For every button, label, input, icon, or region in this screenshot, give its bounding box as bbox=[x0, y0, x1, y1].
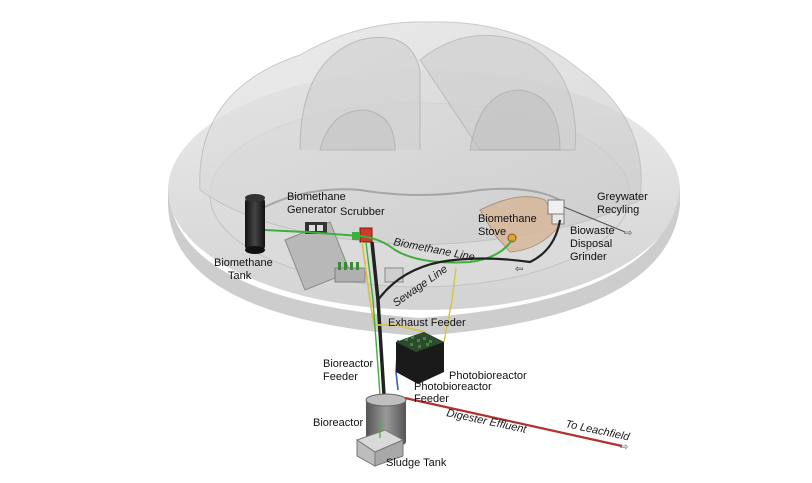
label-photobioreactor: Photobioreactor bbox=[449, 370, 527, 382]
biomethane-down-line bbox=[365, 241, 381, 396]
label-digester-effluent: Digester Effluent bbox=[445, 407, 528, 436]
dome-arch-1 bbox=[299, 36, 421, 151]
sink-box bbox=[384, 267, 404, 283]
inner-room-wall bbox=[249, 187, 561, 216]
biomethane-stove bbox=[507, 233, 517, 243]
biomethane-line bbox=[264, 229, 513, 264]
dome-arch-3 bbox=[469, 89, 561, 151]
habitat-structure bbox=[168, 21, 680, 336]
dome-arch-4 bbox=[319, 109, 396, 151]
label-biomethane-generator: Biomethane Generator bbox=[287, 191, 349, 216]
label-greywater-recycling: Greywater Recyling bbox=[597, 191, 651, 216]
label-scrubber: Scrubber bbox=[340, 206, 385, 218]
biomethane-generator bbox=[305, 222, 327, 234]
label-exhaust-feeder: Exhaust Feeder bbox=[388, 317, 466, 329]
label-bioreactor: Bioreactor bbox=[313, 417, 363, 429]
label-sludge-tank: Sludge Tank bbox=[386, 457, 447, 469]
leachfield-arrow-icon: ⇨ bbox=[620, 442, 628, 453]
exhaust-feeder-line bbox=[361, 241, 426, 333]
side-feed-line bbox=[443, 267, 457, 343]
label-biomethane-stove: Biomethane Stove bbox=[478, 213, 540, 238]
sludge-tank bbox=[355, 429, 405, 467]
photobioreactor bbox=[396, 332, 444, 384]
sewage-arrow-icon: ⇦ bbox=[515, 264, 523, 275]
label-bioreactor-feeder: Bioreactor Feeder bbox=[323, 358, 376, 383]
biomethane-tank bbox=[245, 194, 265, 254]
plant-rack bbox=[334, 262, 366, 283]
digester-effluent-line bbox=[404, 396, 623, 448]
habitat-base-wall bbox=[168, 185, 680, 336]
label-photobioreactor-feeder: Photobioreactor Feeder bbox=[414, 381, 495, 405]
sewage-line bbox=[377, 219, 562, 301]
bioreactor-feeder-line bbox=[370, 241, 386, 396]
greywater-outlet-line bbox=[563, 206, 626, 233]
greywater-arrow-icon: ⇨ bbox=[624, 228, 632, 239]
label-biomethane-tank: Biomethane Tank bbox=[214, 257, 276, 282]
label-biowaste-disposal-grinder: Biowaste Disposal Grinder bbox=[570, 225, 618, 263]
greywater-unit bbox=[547, 199, 565, 225]
